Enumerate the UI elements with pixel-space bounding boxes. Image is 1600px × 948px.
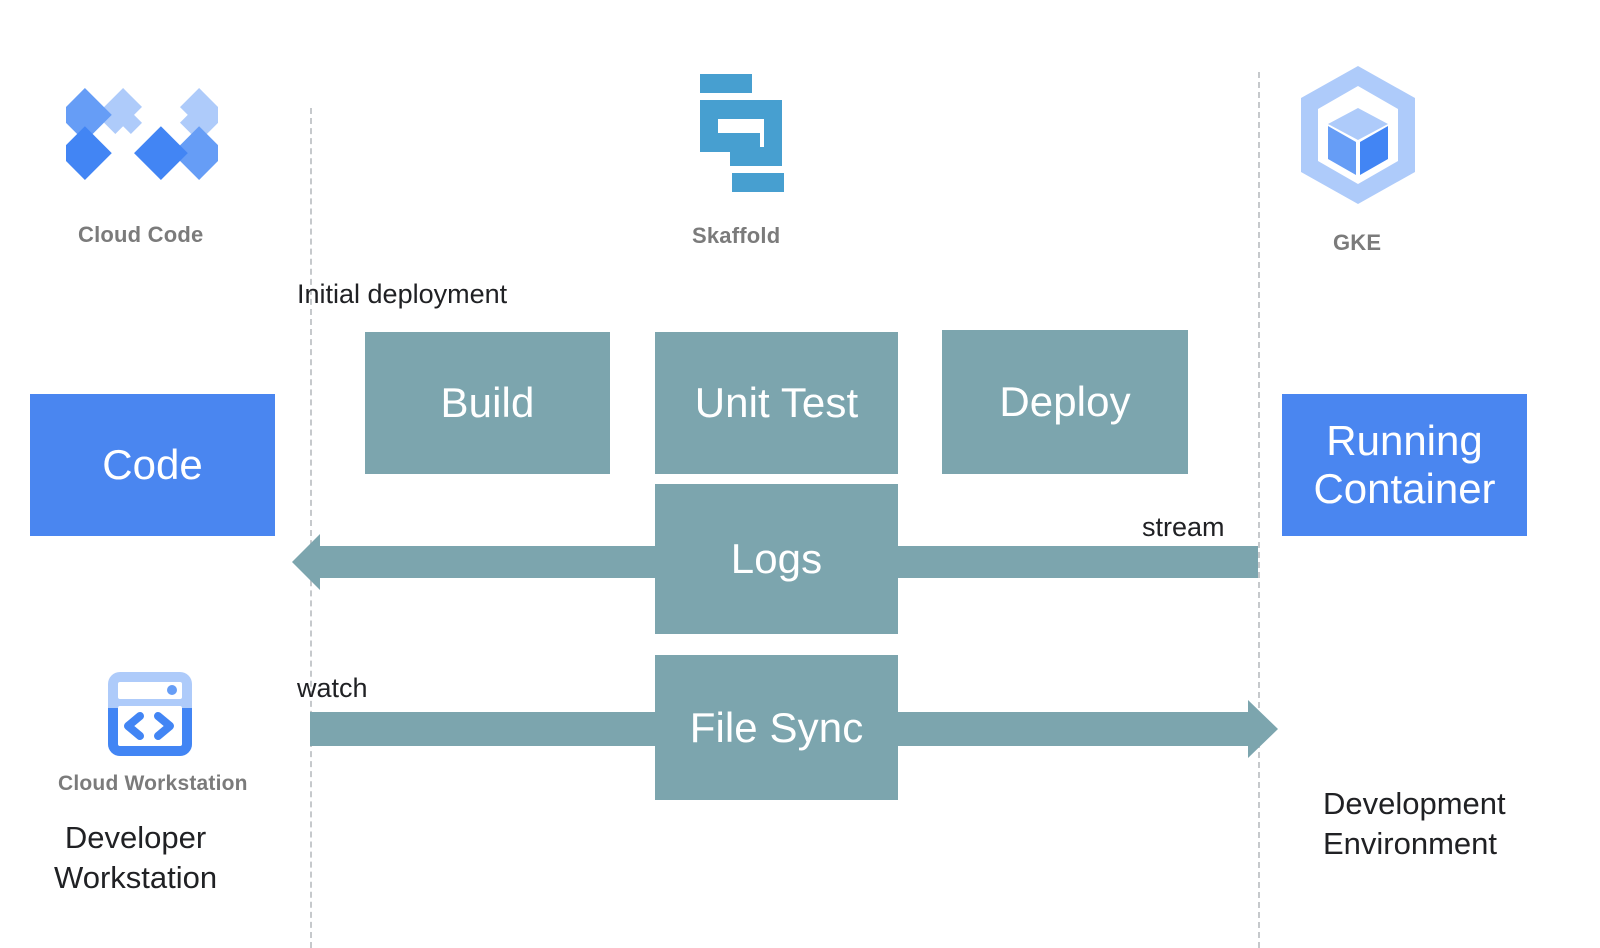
logo-caption-cloud-code: Cloud Code [78,222,204,247]
zone-label-environment-line1: Development [1323,786,1506,821]
zone-label-development-environment: Development Environment [1323,784,1506,863]
zone-label-environment-line2: Environment [1323,825,1498,861]
logo-caption-cloud-workstation: Cloud Workstation [58,772,248,795]
stage-box-file-sync[interactable]: File Sync [655,655,898,800]
stage-box-logs[interactable]: Logs [655,484,898,634]
stage-label-unit-test: Unit Test [694,379,859,426]
endpoint-box-running-container[interactable]: Running Container [1282,394,1527,536]
stage-label-logs: Logs [730,535,823,582]
gke-icon [1293,62,1423,208]
stage-label-file-sync: File Sync [689,703,864,751]
stage-box-build[interactable]: Build [365,332,610,474]
endpoint-label-running: Running [1326,416,1483,464]
cloud-code-icon [58,82,226,192]
environment-boundary-line [1258,72,1260,948]
workstation-boundary-line [310,108,312,948]
zone-label-developer-line2: Workstation [54,859,218,895]
endpoint-label-code: Code [102,440,203,488]
flow-label-watch: watch [297,673,368,703]
endpoint-box-code[interactable]: Code [30,394,275,536]
zone-label-developer-line1: Developer [64,820,207,855]
zone-label-developer-workstation: Developer Workstation [54,818,217,897]
flow-label-initial-deployment: Initial deployment [297,279,508,309]
logo-caption-gke: GKE [1333,230,1382,255]
endpoint-label-container: Container [1313,465,1496,512]
skaffold-icon [682,72,802,194]
stage-box-unit-test[interactable]: Unit Test [655,332,898,474]
stage-label-build: Build [440,379,535,426]
stage-box-deploy[interactable]: Deploy [942,330,1188,474]
stage-label-deploy: Deploy [999,378,1131,425]
flow-label-stream: stream [1142,512,1225,542]
logo-caption-skaffold: Skaffold [692,223,781,248]
cloud-workstation-icon [104,668,196,760]
